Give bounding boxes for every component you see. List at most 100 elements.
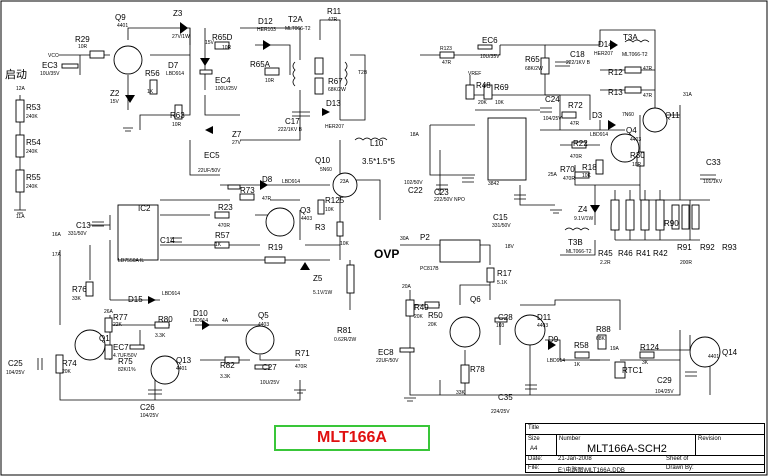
resistor-symbol [336, 221, 344, 237]
drawn-by-header: Drawn By: [666, 465, 694, 471]
label: IC2 [138, 204, 151, 213]
label: 47R [643, 66, 653, 72]
label: Q9 [115, 13, 126, 22]
ic-3842-chip [487, 117, 527, 181]
resistor-symbol [625, 199, 635, 231]
transistor-symbol [514, 314, 546, 346]
label: D3 [592, 111, 603, 120]
label: 47R [643, 93, 653, 99]
capacitor-symbol [170, 237, 182, 243]
resistor-symbol [314, 77, 324, 95]
transistor-symbol [245, 325, 275, 355]
resistor-symbol [595, 159, 604, 175]
label: R45 [598, 249, 613, 258]
label: 10K [325, 207, 335, 213]
label: 27V [232, 140, 242, 146]
label: 4.7UF/50V [113, 353, 138, 359]
label: T2B [358, 70, 368, 76]
label: 1K [147, 89, 154, 95]
size-cell: Size A4 [526, 435, 557, 456]
label: 10K [582, 173, 592, 179]
label: 240K [26, 114, 38, 120]
size-value: A4 [530, 446, 538, 452]
label: 103 [496, 323, 505, 329]
file-value: E:\电路图\MLT166A.DDB [558, 468, 625, 474]
transformer-t2b-symbol [344, 61, 348, 87]
label: D14 [598, 40, 613, 49]
label: C17 [285, 117, 300, 126]
ground-symbol [550, 209, 562, 214]
label: 7N60 [622, 112, 634, 118]
resistor-symbol [483, 84, 493, 100]
label: 224/25V [491, 409, 510, 415]
label: D8 [262, 175, 273, 184]
label: 47R [442, 60, 452, 66]
label: 68K [596, 336, 606, 342]
label: 240K [26, 149, 38, 155]
resistor-symbol [264, 67, 280, 76]
resistor-symbol [149, 79, 158, 95]
label: D10 [193, 309, 208, 318]
revision-cell: Revision [696, 435, 764, 456]
label: R23 [218, 203, 233, 212]
label: R54 [26, 138, 41, 147]
label: 222/50V NPO [434, 197, 465, 203]
label: R3 [315, 223, 326, 232]
zener-diode-symbol [205, 126, 213, 134]
label: 3.3K [220, 374, 231, 380]
label: VREF [468, 71, 481, 77]
label: 68K/2W [525, 66, 543, 72]
label: Z7 [232, 130, 242, 139]
label: 11A [16, 214, 25, 220]
label: 104/25V [655, 389, 674, 395]
label: 102/50V [404, 180, 423, 186]
label: 19A [610, 346, 620, 352]
label: R77 [113, 313, 128, 322]
label: R19 [268, 243, 283, 252]
label: LBD914 [166, 71, 184, 77]
transistor-symbol [610, 133, 640, 163]
resistor-symbol [104, 317, 113, 333]
capacitor-symbol [494, 317, 508, 323]
resistor-symbol [681, 204, 690, 230]
capacitor-symbol [129, 344, 145, 350]
zener-diode-symbol [125, 95, 135, 103]
label: LBD914 [190, 318, 208, 324]
label: R76 [72, 285, 87, 294]
label: D9 [548, 335, 559, 344]
label: 18V [505, 244, 515, 250]
label: R56 [145, 69, 160, 78]
label: 26A [104, 309, 114, 315]
label: R80 [158, 315, 173, 324]
resistor-symbol [314, 57, 324, 75]
mosfet-symbol [332, 172, 358, 198]
label: 15V [110, 99, 120, 105]
label: T3A [623, 33, 638, 42]
label: EC6 [482, 36, 498, 45]
label: 200R [680, 260, 692, 266]
label: R90 [664, 219, 679, 228]
label: 30A [400, 236, 410, 242]
label: R18 [582, 163, 597, 172]
schematic-title-banner: MLT166A [274, 425, 430, 451]
label: Q6 [470, 295, 481, 304]
label: 222/1KV B [566, 60, 591, 66]
label: HER207 [325, 124, 344, 130]
label: 101/1KV [703, 179, 723, 185]
label: LBD914 [547, 358, 565, 364]
label: 3K [642, 360, 649, 366]
label: Q10 [315, 156, 331, 165]
label: HER207 [594, 51, 613, 57]
label: Z5 [313, 274, 323, 283]
label: R67 [328, 77, 343, 86]
label: EC3 [42, 61, 58, 70]
sheet-header: Sheet of [666, 456, 689, 462]
label: 33K [456, 390, 466, 396]
label: R69 [494, 83, 509, 92]
label: R29 [75, 35, 90, 44]
transformer-t3b-symbol [564, 227, 590, 231]
label: 104/25V [140, 413, 159, 419]
resistor-symbol [640, 199, 650, 231]
label: 4401 [176, 366, 187, 372]
